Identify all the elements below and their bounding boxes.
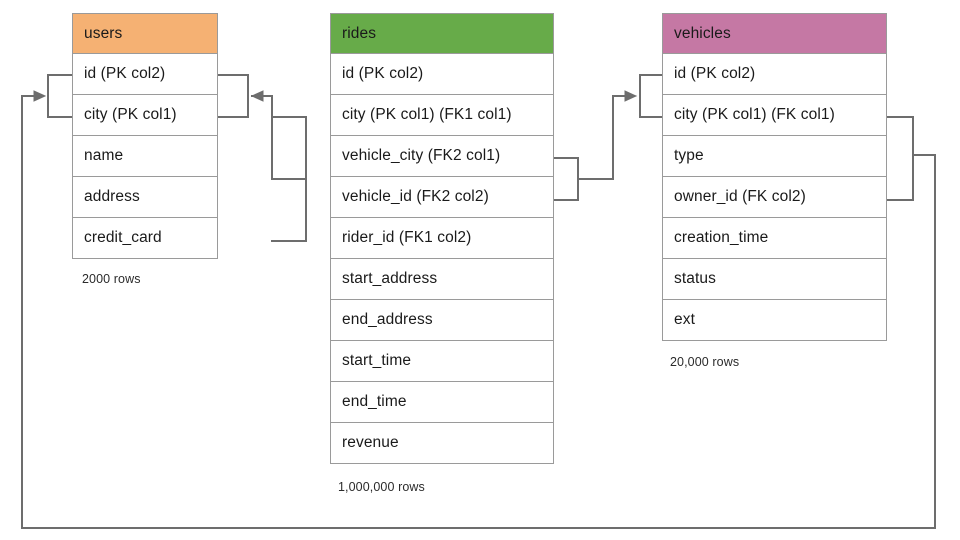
table-column-row[interactable]: start_time: [330, 341, 554, 382]
column-name: start_address: [342, 270, 438, 287]
column-name: address: [84, 188, 140, 205]
table-vehicles[interactable]: vehicles id (PK col2) city (PK col1) (FK c…: [662, 13, 887, 341]
table-header-users: users: [72, 13, 218, 54]
table-column-row[interactable]: end_time: [330, 382, 554, 423]
table-column-row[interactable]: status: [662, 259, 887, 300]
column-name: end_address: [342, 311, 433, 328]
column-name: status: [674, 270, 716, 287]
column-name: city (PK col1) (FK col1): [674, 106, 835, 123]
table-column-row[interactable]: ext: [662, 300, 887, 341]
arrowhead-icon: [250, 90, 264, 102]
arrowhead-icon: [33, 90, 47, 102]
table-column-row[interactable]: city (PK col1) (FK col1): [662, 95, 887, 136]
column-name: id (PK col2): [84, 65, 166, 82]
table-column-row[interactable]: vehicle_city (FK2 col1): [330, 136, 554, 177]
table-column-row[interactable]: start_address: [330, 259, 554, 300]
table-column-row[interactable]: city (PK col1): [72, 95, 218, 136]
table-users[interactable]: users id (PK col2) city (PK col1) name addre…: [72, 13, 218, 259]
table-column-row[interactable]: id (PK col2): [662, 54, 887, 95]
table-title: rides: [342, 24, 377, 42]
table-column-row[interactable]: end_address: [330, 300, 554, 341]
connector-path: [251, 95, 307, 242]
row-count-label-users: 2000 rows: [82, 272, 141, 286]
table-rides[interactable]: rides id (PK col2) city (PK col1) (FK1 col…: [330, 13, 554, 464]
relationship-rides-to-vehicles: [553, 74, 663, 201]
arrowhead-icon: [624, 90, 638, 102]
connector-bracket: [217, 74, 249, 118]
column-name: city (PK col1) (FK1 col1): [342, 106, 512, 123]
column-name: ext: [674, 311, 695, 328]
column-name: rider_id (FK1 col2): [342, 229, 472, 246]
column-name: end_time: [342, 393, 407, 410]
table-column-row[interactable]: name: [72, 136, 218, 177]
column-name: city (PK col1): [84, 106, 177, 123]
table-column-row[interactable]: rider_id (FK1 col2): [330, 218, 554, 259]
table-title: vehicles: [674, 24, 731, 42]
table-title: users: [84, 24, 123, 42]
relationship-rides-to-users: [217, 74, 307, 242]
table-header-vehicles: vehicles: [662, 13, 887, 54]
row-count-label-vehicles: 20,000 rows: [670, 355, 740, 369]
table-column-row[interactable]: id (PK col2): [330, 54, 554, 95]
table-column-row[interactable]: vehicle_id (FK2 col2): [330, 177, 554, 218]
column-name: vehicle_city (FK2 col1): [342, 147, 501, 164]
table-column-row[interactable]: credit_card: [72, 218, 218, 259]
column-name: start_time: [342, 352, 412, 369]
column-name: credit_card: [84, 229, 162, 246]
column-name: owner_id (FK col2): [674, 188, 806, 205]
table-column-row[interactable]: revenue: [330, 423, 554, 464]
column-name: vehicle_id (FK2 col2): [342, 188, 489, 205]
column-name: id (PK col2): [342, 65, 424, 82]
column-name: id (PK col2): [674, 65, 756, 82]
table-column-row[interactable]: city (PK col1) (FK1 col1): [330, 95, 554, 136]
table-header-rides: rides: [330, 13, 554, 54]
connector-path: [553, 95, 634, 201]
column-name: creation_time: [674, 229, 769, 246]
table-column-row[interactable]: creation_time: [662, 218, 887, 259]
table-column-row[interactable]: address: [72, 177, 218, 218]
column-name: revenue: [342, 434, 399, 451]
column-name: name: [84, 147, 124, 164]
table-column-row[interactable]: id (PK col2): [72, 54, 218, 95]
table-column-row[interactable]: type: [662, 136, 887, 177]
connector-bracket: [639, 74, 663, 118]
column-name: type: [674, 147, 704, 164]
connector-bracket: [47, 74, 73, 118]
row-count-label-rides: 1,000,000 rows: [338, 480, 425, 494]
table-column-row[interactable]: owner_id (FK col2): [662, 177, 887, 218]
